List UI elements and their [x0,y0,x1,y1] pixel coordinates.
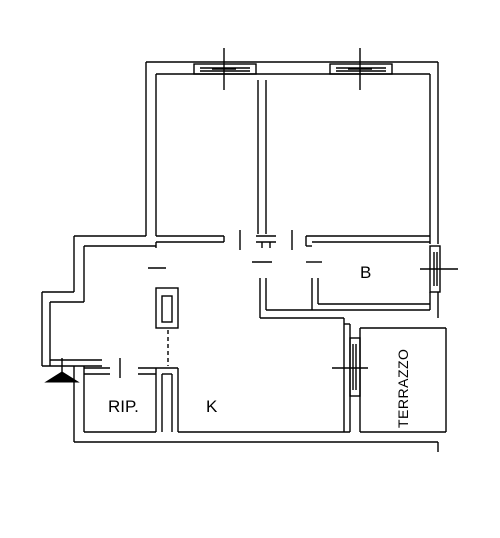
interior-walls [84,80,447,433]
room-label-storage: RIP. [108,397,139,416]
room-label-kitchen: K [206,397,218,416]
window-terrace [332,337,368,397]
window-bathroom [420,245,458,293]
window-top-left [193,48,257,90]
window-top-right [329,48,393,90]
entrance-arrow-icon [44,371,80,383]
room-label-bathroom: B [360,263,371,282]
door-marks [119,230,322,378]
room-label-terrace: TERRAZZO [395,349,411,428]
outer-wall [41,61,439,452]
